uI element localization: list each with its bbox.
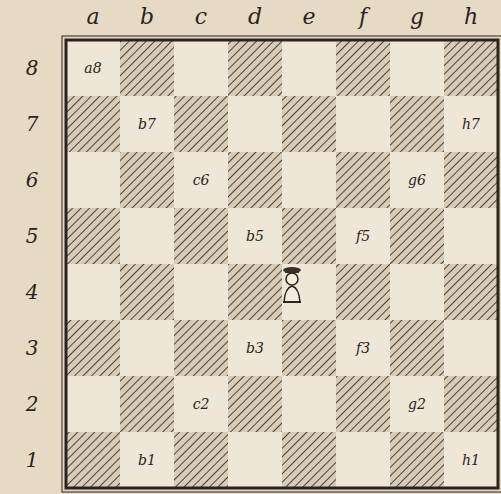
- dark-square: [336, 376, 390, 432]
- dark-square: [390, 432, 444, 488]
- light-square: [174, 40, 228, 96]
- light-square: [66, 152, 120, 208]
- dark-square: [174, 320, 228, 376]
- dark-square: [120, 264, 174, 320]
- file-letter: c: [195, 6, 207, 28]
- file-letter: g: [410, 6, 424, 28]
- light-square: [336, 208, 390, 264]
- square-name: c6: [193, 173, 210, 187]
- dark-square: [120, 152, 174, 208]
- square-name: g6: [408, 173, 426, 187]
- rank-number: 4: [26, 282, 39, 302]
- light-square: [282, 264, 336, 320]
- light-square: [120, 320, 174, 376]
- dark-square: [336, 40, 390, 96]
- light-square: [120, 208, 174, 264]
- dark-square: [66, 208, 120, 264]
- rank-number: 8: [26, 58, 39, 78]
- light-square: [444, 208, 498, 264]
- light-square: [66, 376, 120, 432]
- light-square: [336, 432, 390, 488]
- dark-square: [282, 96, 336, 152]
- file-letter: b: [140, 6, 154, 28]
- dark-square: [66, 96, 120, 152]
- dark-square: [120, 376, 174, 432]
- light-square: [228, 320, 282, 376]
- light-square: [66, 264, 120, 320]
- light-square: [120, 96, 174, 152]
- dark-square: [228, 376, 282, 432]
- square-name: g2: [408, 397, 426, 411]
- file-letter: h: [464, 6, 478, 28]
- dark-square: [228, 40, 282, 96]
- square-name: b1: [138, 453, 156, 467]
- square-name: b5: [246, 229, 264, 243]
- file-letter: f: [359, 6, 367, 28]
- file-letter: e: [302, 6, 315, 28]
- light-square: [174, 264, 228, 320]
- light-square: [282, 152, 336, 208]
- dark-square: [66, 320, 120, 376]
- light-square: [336, 320, 390, 376]
- board-border: [66, 40, 498, 488]
- dark-square: [66, 432, 120, 488]
- chess-piece: [283, 267, 301, 302]
- square-name: b7: [138, 117, 156, 131]
- rank-number: 1: [26, 450, 39, 470]
- dark-square: [282, 208, 336, 264]
- square-name: f3: [356, 341, 370, 355]
- square-name: a8: [84, 61, 101, 75]
- square-name: f5: [356, 229, 370, 243]
- dark-square: [174, 208, 228, 264]
- dark-square: [390, 320, 444, 376]
- dark-square: [120, 40, 174, 96]
- light-square: [444, 432, 498, 488]
- rank-number: 5: [26, 226, 39, 246]
- dark-square: [444, 40, 498, 96]
- square-name: h1: [462, 453, 480, 467]
- rank-number: 2: [26, 394, 39, 414]
- light-square: [390, 264, 444, 320]
- board-frame: [62, 36, 501, 492]
- light-square: [390, 40, 444, 96]
- light-square: [174, 376, 228, 432]
- light-square: [282, 40, 336, 96]
- light-square: [228, 96, 282, 152]
- dark-square: [282, 320, 336, 376]
- dark-square: [336, 152, 390, 208]
- dark-square: [228, 264, 282, 320]
- light-square: [66, 40, 120, 96]
- dark-square: [444, 152, 498, 208]
- light-square: [336, 96, 390, 152]
- square-name: c2: [193, 397, 210, 411]
- light-square: [282, 376, 336, 432]
- rank-number: 6: [26, 170, 39, 190]
- square-name: h7: [462, 117, 480, 131]
- file-letter: a: [86, 6, 99, 28]
- dark-square: [228, 152, 282, 208]
- light-square: [120, 432, 174, 488]
- dark-square: [174, 96, 228, 152]
- dark-square: [390, 96, 444, 152]
- light-square: [174, 152, 228, 208]
- rank-number: 3: [26, 338, 39, 358]
- dark-square: [444, 264, 498, 320]
- dark-square: [282, 432, 336, 488]
- light-square: [390, 376, 444, 432]
- light-square: [444, 96, 498, 152]
- rank-number: 7: [26, 114, 39, 134]
- light-square: [390, 152, 444, 208]
- file-letter: d: [248, 6, 262, 28]
- dark-square: [390, 208, 444, 264]
- light-square: [228, 208, 282, 264]
- light-square: [228, 432, 282, 488]
- light-square: [444, 320, 498, 376]
- dark-square: [336, 264, 390, 320]
- dark-square: [174, 432, 228, 488]
- dark-square: [444, 376, 498, 432]
- square-name: b3: [246, 341, 264, 355]
